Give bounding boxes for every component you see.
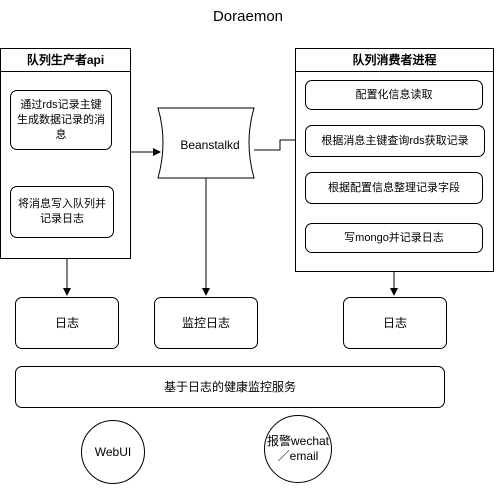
consumer-step-query-rds: 根据消息主键查询rds获取记录: [305, 125, 485, 157]
log-box-producer: 日志: [15, 297, 119, 349]
producer-step-write-queue: 将消息写入队列并记录日志: [10, 186, 114, 238]
consumer-step-read-config: 配置化信息读取: [305, 80, 483, 110]
arrow-queue-to-consumer: [254, 136, 306, 151]
consumer-header: 队列消费者进程: [296, 49, 493, 72]
consumer-step-write-mongo: 写mongo并记录日志: [305, 223, 483, 253]
log-box-consumer: 日志: [343, 297, 447, 349]
alert-node-label: 报警wechat ／email: [266, 434, 330, 463]
producer-header: 队列生产者api: [1, 49, 130, 72]
webui-node: WebUI: [81, 420, 145, 484]
alert-node: 报警wechat ／email: [264, 415, 332, 483]
log-box-monitor: 监控日志: [154, 297, 258, 349]
health-monitor-service: 基于日志的健康监控服务: [15, 366, 445, 408]
consumer-step-format-fields: 根据配置信息整理记录字段: [305, 172, 483, 204]
queue-shape: [157, 107, 255, 179]
diagram-title: Doraemon: [212, 8, 284, 25]
queue-label: Beanstalkd: [180, 138, 240, 152]
producer-step-generate-message: 通过rds记录主键生成数据记录的消息: [10, 90, 112, 150]
